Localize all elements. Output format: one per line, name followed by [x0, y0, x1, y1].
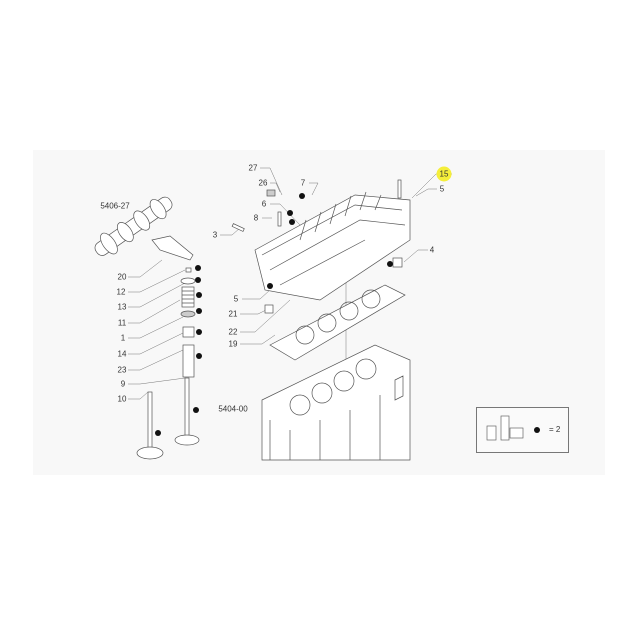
- callout-12[interactable]: 12: [116, 287, 126, 297]
- head-gasket: [269, 284, 406, 361]
- stud-3: [231, 223, 245, 232]
- callout-11[interactable]: 11: [117, 318, 127, 328]
- valve-guide: [182, 344, 195, 378]
- callout-20[interactable]: 20: [117, 272, 127, 282]
- callout-5-bottom[interactable]: 5: [233, 294, 239, 304]
- parts-icon: [486, 415, 540, 441]
- quantity-dots: [155, 193, 393, 436]
- plug-21: [264, 304, 274, 314]
- bolt-15: [397, 179, 402, 199]
- bushing-4: [392, 257, 403, 268]
- callout-26[interactable]: 26: [258, 178, 268, 188]
- callout-27[interactable]: 27: [248, 163, 258, 173]
- callout-13[interactable]: 13: [117, 302, 127, 312]
- quantity-legend: = 2: [476, 407, 569, 453]
- spring-retainer: [180, 277, 196, 285]
- callout-6[interactable]: 6: [261, 199, 267, 209]
- callout-1[interactable]: 1: [120, 333, 126, 343]
- engine-block: [261, 344, 411, 461]
- valve-9: [174, 377, 200, 446]
- cylinder-head: [254, 191, 411, 301]
- quantity-dot-icon: [534, 427, 540, 433]
- valve-seal: [180, 310, 196, 318]
- callout-19[interactable]: 19: [228, 339, 238, 349]
- legend-quantity-text: = 2: [549, 425, 561, 434]
- group-ref-block[interactable]: 5404-00: [218, 404, 248, 414]
- callout-14[interactable]: 14: [117, 349, 127, 359]
- callout-5-top[interactable]: 5: [439, 184, 445, 194]
- callout-9[interactable]: 9: [120, 379, 126, 389]
- callout-15-highlighted[interactable]: 15: [436, 166, 452, 182]
- callout-10[interactable]: 10: [117, 394, 127, 404]
- callout-21[interactable]: 21: [228, 309, 238, 319]
- guide-cup: [182, 326, 195, 338]
- rocker-arm: [151, 235, 194, 261]
- callout-23[interactable]: 23: [117, 365, 127, 375]
- callout-8[interactable]: 8: [253, 213, 259, 223]
- camshaft: [94, 196, 173, 256]
- bolt-8: [277, 211, 282, 227]
- callout-3[interactable]: 3: [212, 230, 218, 240]
- valve-keeper: [185, 267, 192, 273]
- callout-4[interactable]: 4: [429, 245, 435, 255]
- callout-7[interactable]: 7: [300, 178, 306, 188]
- group-ref-camshaft[interactable]: 5406-27: [100, 201, 130, 211]
- valve-10: [136, 391, 164, 460]
- callout-22[interactable]: 22: [228, 327, 238, 337]
- plug-26: [266, 189, 276, 197]
- valve-spring: [181, 286, 195, 308]
